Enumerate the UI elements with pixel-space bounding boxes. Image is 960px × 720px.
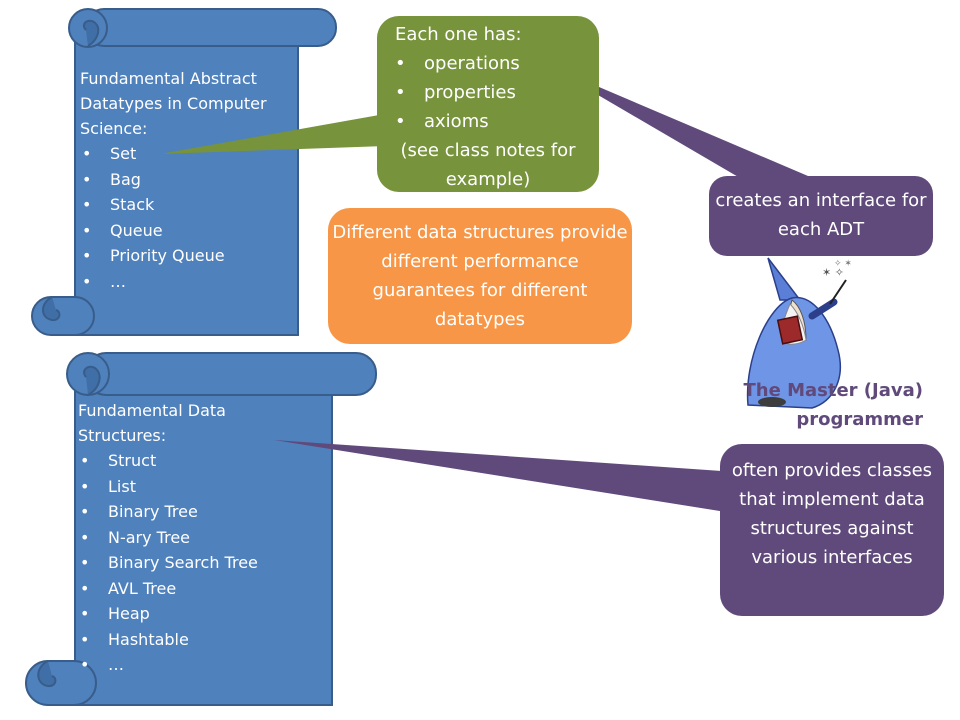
adt-callout-item: properties [395,78,599,107]
adt-scroll-heading: Fundamental Abstract Datatypes in Comput… [80,69,267,138]
ds-list-item: AVL Tree [78,576,326,602]
svg-text:✧ ✶: ✧ ✶ [834,259,852,269]
adt-callout-note: (see class notes for example) [400,140,576,190]
adt-list: Set Bag Stack Queue Priority Queue … [80,141,292,294]
adt-list-item: Stack [80,192,292,218]
adt-list-item: Priority Queue [80,243,292,269]
ds-scroll-heading: Fundamental Data Structures: [78,401,226,445]
interface-callout-text: creates an interface for each ADT [715,190,927,240]
ds-list: Struct List Binary Tree N-ary Tree Binar… [78,448,326,678]
performance-note-box: Different data structures provide differ… [328,208,632,344]
ds-list-item: Struct [78,448,326,474]
ds-list-item: List [78,474,326,500]
ds-list-item: Hashtable [78,627,326,653]
adt-callout-item: axioms [395,107,599,136]
adt-list-item: Queue [80,218,292,244]
adt-list-item: … [80,269,292,295]
adt-callout-item: operations [395,49,599,78]
ds-list-item: N-ary Tree [78,525,326,551]
wizard-icon: ✶ ✧ ✧ ✶ [746,257,852,409]
ds-list-item: Binary Search Tree [78,550,326,576]
adt-callout-heading: Each one has: [395,24,522,45]
interface-callout: creates an interface for each ADT [709,176,933,256]
classes-callout-pointer [274,440,736,512]
ds-scroll-content: Fundamental Data Structures: Struct List… [78,398,326,678]
ds-list-item: … [78,652,326,678]
classes-callout-text: often provides classes that implement da… [731,460,933,568]
ds-list-item: Heap [78,601,326,627]
ds-list-item: Binary Tree [78,499,326,525]
adt-list-item: Set [80,141,292,167]
adt-scroll-content: Fundamental Abstract Datatypes in Comput… [80,66,292,294]
adt-list-item: Bag [80,167,292,193]
performance-note-text: Different data structures provide differ… [332,222,628,330]
classes-callout: often provides classes that implement da… [720,444,944,616]
master-programmer-label: The Master (Java) programmer [743,380,923,430]
adt-properties-callout: Each one has: operations properties axio… [377,16,599,192]
adt-callout-list: operations properties axioms [395,49,599,136]
svg-text:✶ ✧: ✶ ✧ [822,266,844,279]
interface-callout-pointer [545,64,808,178]
